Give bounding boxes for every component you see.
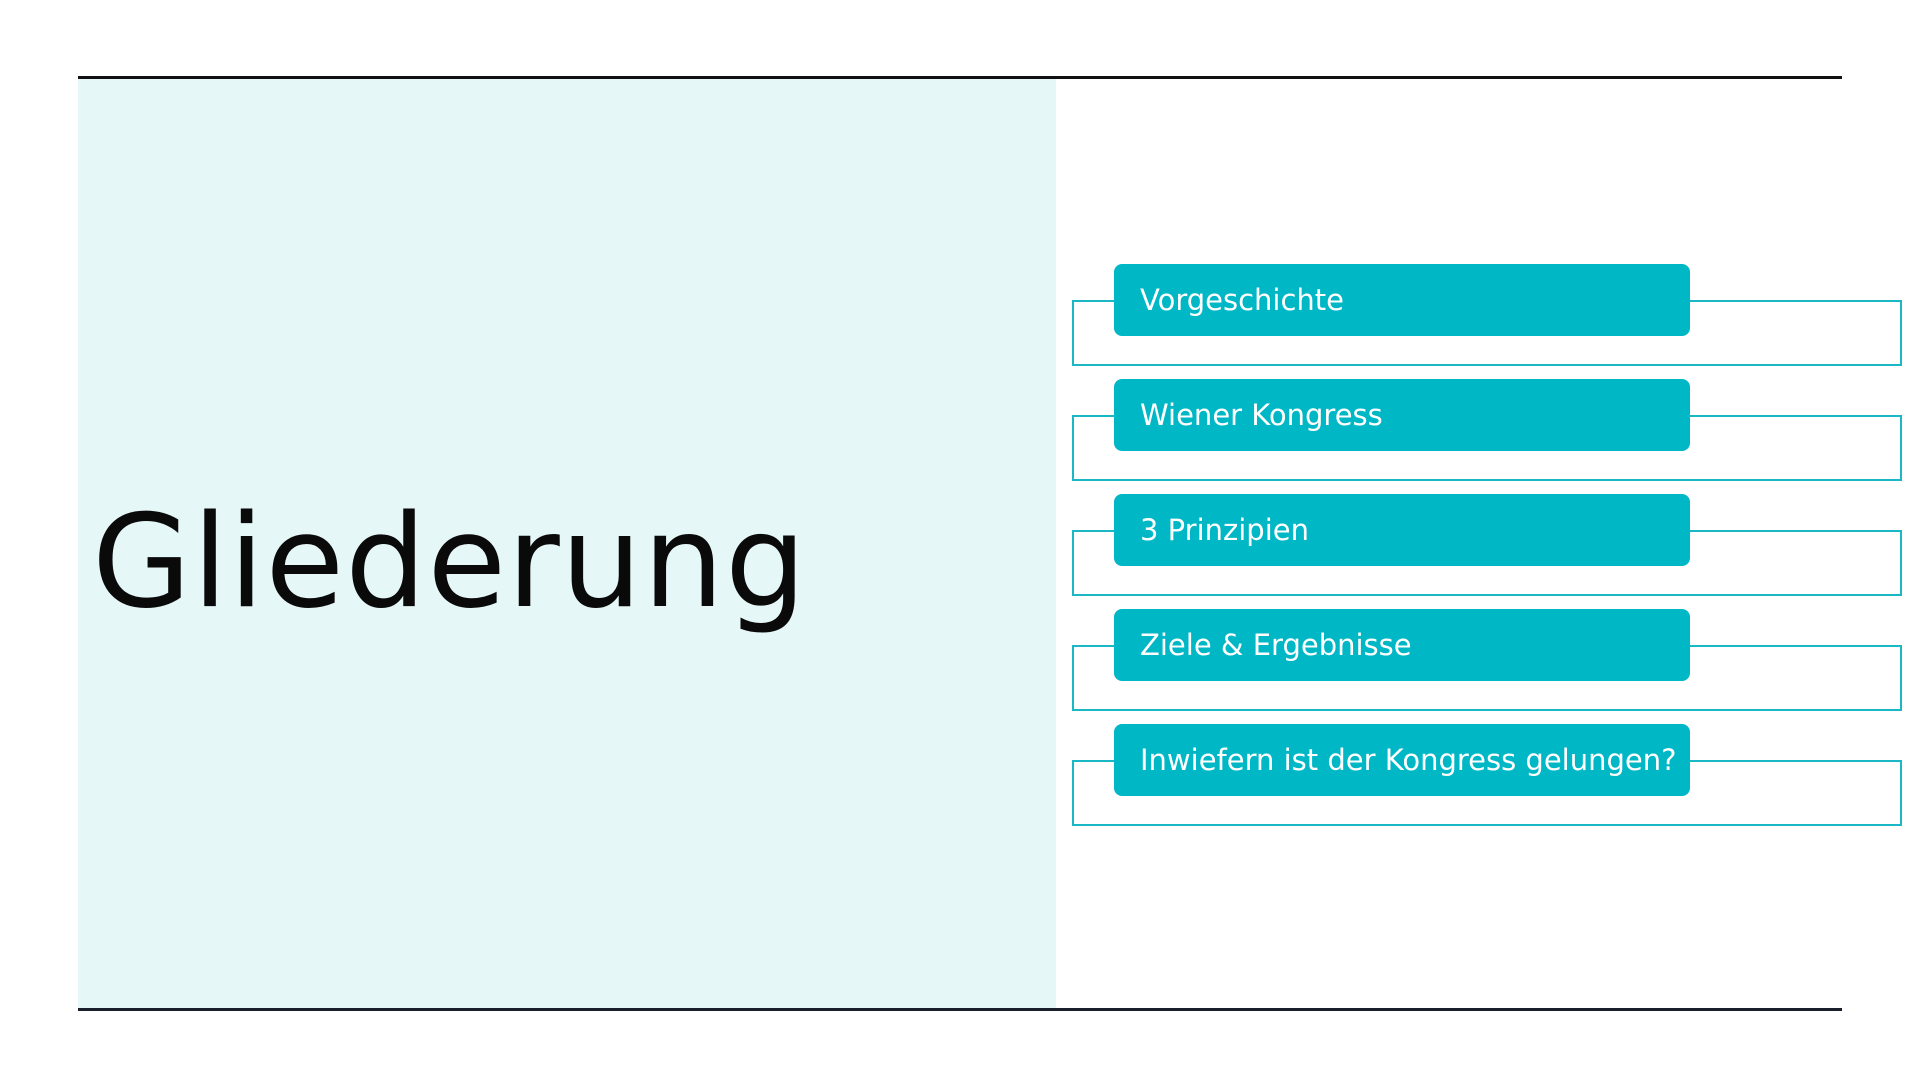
- agenda-item-label: Vorgeschichte: [1114, 264, 1690, 336]
- agenda-item-3: 3 Prinzipien: [1072, 494, 1902, 596]
- title-panel: [78, 79, 1056, 1008]
- bottom-divider: [78, 1008, 1842, 1011]
- agenda-item-label: 3 Prinzipien: [1114, 494, 1690, 566]
- top-divider: [78, 76, 1842, 79]
- agenda-item-label: Wiener Kongress: [1114, 379, 1690, 451]
- agenda-list: Vorgeschichte Wiener Kongress 3 Prinzipi…: [1072, 264, 1902, 832]
- agenda-item-2: Wiener Kongress: [1072, 379, 1902, 481]
- agenda-item-4: Ziele & Ergebnisse: [1072, 609, 1902, 711]
- agenda-item-5: Inwiefern ist der Kongress gelungen?: [1072, 724, 1902, 826]
- agenda-item-1: Vorgeschichte: [1072, 264, 1902, 366]
- agenda-item-label: Ziele & Ergebnisse: [1114, 609, 1690, 681]
- agenda-item-label: Inwiefern ist der Kongress gelungen?: [1114, 724, 1690, 796]
- slide-title: Gliederung: [92, 488, 808, 637]
